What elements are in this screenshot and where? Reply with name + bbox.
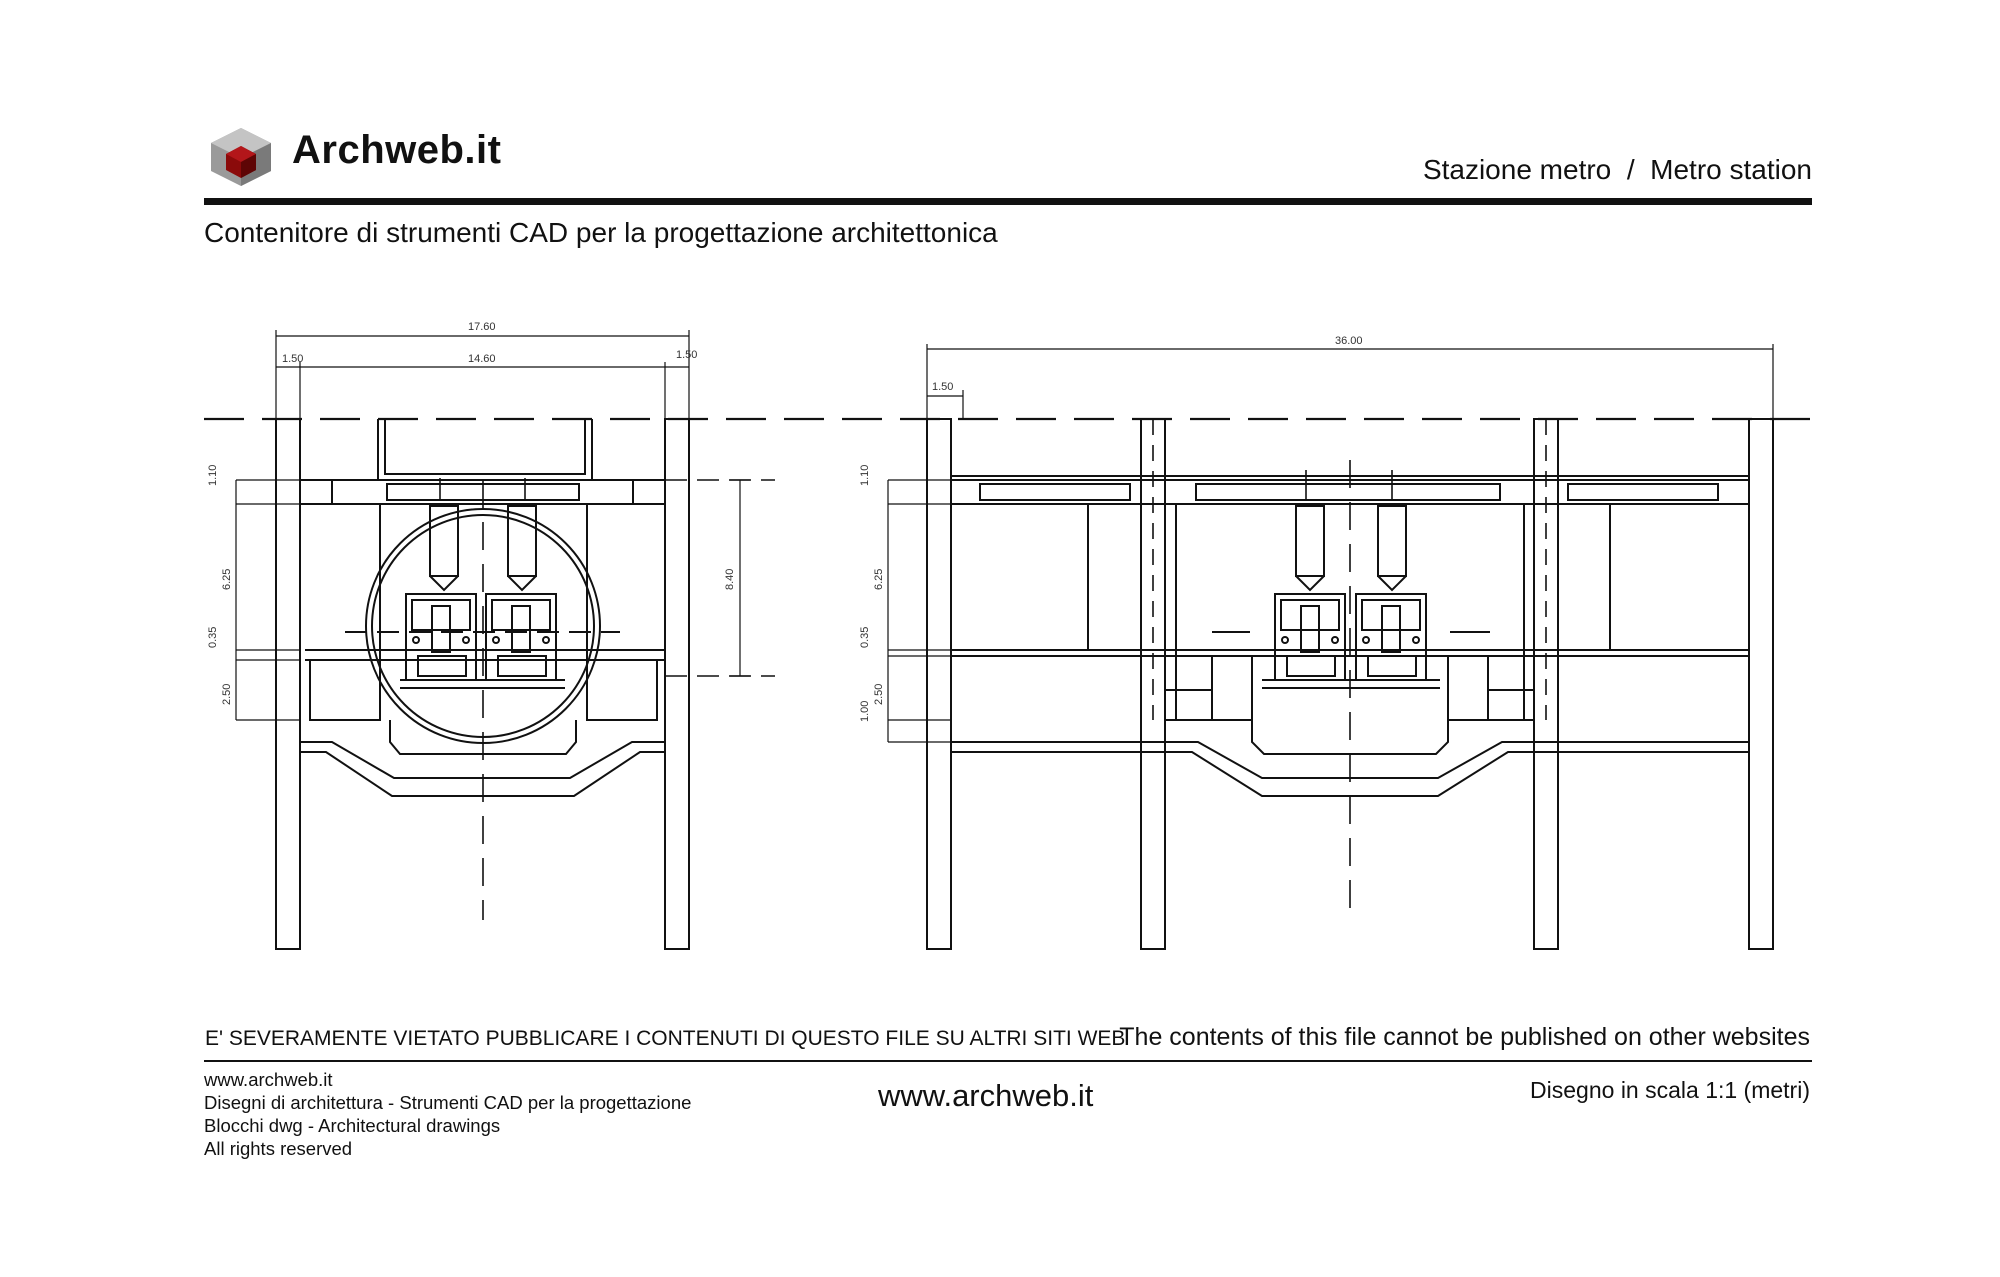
left-dim-v2: 6.25 xyxy=(221,569,233,590)
left-dim-v3: 0.35 xyxy=(207,627,219,648)
right-dim-left: 1.50 xyxy=(932,381,953,393)
right-train-a xyxy=(1274,505,1346,681)
warning-italian: E' SEVERAMENTE VIETATO PUBBLICARE I CONT… xyxy=(205,1027,1126,1050)
logo-text[interactable]: Archweb.it xyxy=(292,128,502,172)
left-dim-height: 8.40 xyxy=(724,569,736,590)
right-section xyxy=(926,418,1774,950)
credits-line: All rights reserved xyxy=(204,1138,353,1159)
right-dim-v2: 6.25 xyxy=(873,569,885,590)
site-link[interactable]: www.archweb.it xyxy=(878,1078,1094,1113)
left-outer-wall xyxy=(275,418,301,950)
left-dim-right: 1.50 xyxy=(676,349,697,361)
right-dimensions xyxy=(887,344,1774,743)
left-dim-total: 17.60 xyxy=(468,321,496,333)
metro-station-section-drawing: 17.60 1.50 14.60 1.50 1.10 6.25 0.35 2.5… xyxy=(204,321,1812,950)
left-section xyxy=(275,418,775,950)
col-4 xyxy=(1748,418,1774,950)
left-base-slab xyxy=(300,741,665,779)
footer-rule xyxy=(204,1060,1812,1062)
credits-line[interactable]: www.archweb.it xyxy=(204,1069,333,1090)
credits-line: Disegni di architettura - Strumenti CAD … xyxy=(204,1092,692,1113)
left-dim-v4: 2.50 xyxy=(221,684,233,705)
header-rule xyxy=(204,198,1812,205)
upper-box xyxy=(377,419,593,481)
scale-note: Disegno in scala 1:1 (metri) xyxy=(1530,1077,1810,1103)
right-outer-wall xyxy=(664,418,690,950)
right-dim-total: 36.00 xyxy=(1335,335,1363,347)
credits-line: Blocchi dwg - Architectural drawings xyxy=(204,1115,501,1136)
archweb-logo-icon[interactable] xyxy=(208,126,274,188)
left-dim-mid: 14.60 xyxy=(468,353,496,365)
left-dim-v1: 1.10 xyxy=(207,465,219,486)
credits-block: www.archweb.it Disegni di architettura -… xyxy=(204,1068,691,1160)
right-dim-v1: 1.10 xyxy=(859,465,871,486)
col-1 xyxy=(926,418,952,950)
right-dim-v5: 1.00 xyxy=(859,701,871,722)
drawing-title: Stazione metro / Metro station xyxy=(1422,154,1812,185)
left-dim-left: 1.50 xyxy=(282,353,303,365)
right-dim-v3: 0.35 xyxy=(859,627,871,648)
right-dim-v4: 2.50 xyxy=(873,684,885,705)
tagline: Contenitore di strumenti CAD per la prog… xyxy=(204,217,998,248)
left-train-b xyxy=(485,505,557,681)
left-dimensions xyxy=(235,330,750,721)
warning-english: The contents of this file cannot be publ… xyxy=(1119,1023,1810,1051)
left-train-a xyxy=(405,505,477,681)
right-train-b xyxy=(1355,505,1427,681)
